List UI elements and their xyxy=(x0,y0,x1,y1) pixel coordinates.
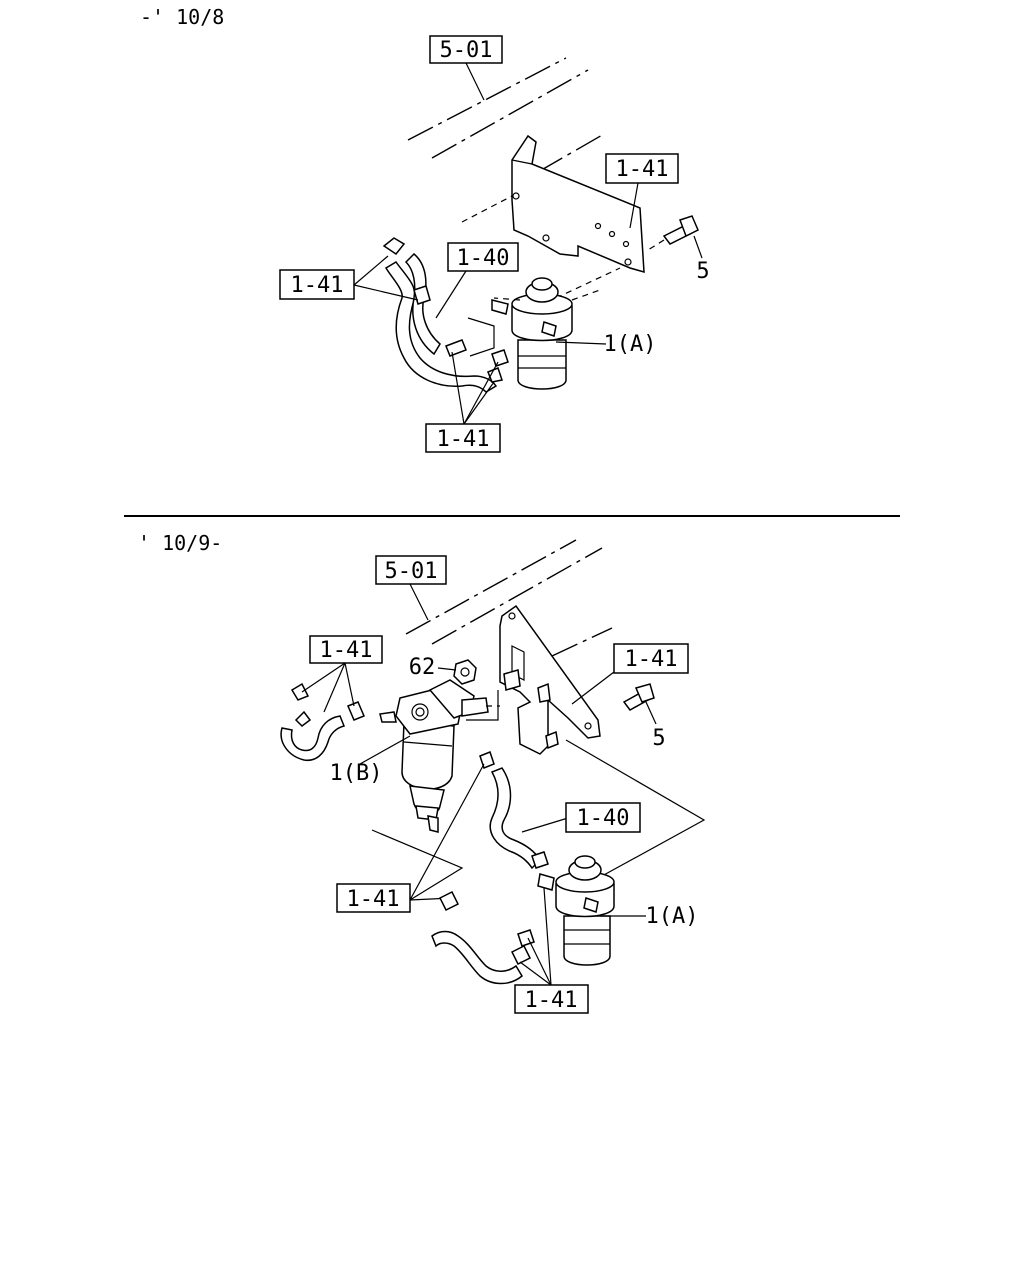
fuel-filter-a-bottom: 1(A) xyxy=(537,855,699,966)
section-top: -' 10/8 5-01 xyxy=(140,5,710,453)
callout-bracket-bottom: 1-41 xyxy=(571,643,689,705)
bracket-top xyxy=(511,134,645,274)
svg-text:1-41: 1-41 xyxy=(616,157,669,182)
bottom-clips-top: 1-41 xyxy=(425,339,509,453)
nut-bottom: 62 xyxy=(409,655,477,685)
date-range-bottom: ' 10/9- xyxy=(138,531,222,555)
callout-mid-clips-bottom: 1-41 xyxy=(336,883,411,913)
svg-text:5-01: 5-01 xyxy=(385,559,438,584)
svg-text:1-41: 1-41 xyxy=(291,273,344,298)
callout-left-clips-bottom: 1-41 xyxy=(301,635,383,713)
bolt-bottom: 5 xyxy=(622,683,666,751)
svg-text:1-40: 1-40 xyxy=(577,806,630,831)
svg-text:1(B): 1(B) xyxy=(330,761,383,786)
hose-left-top xyxy=(382,237,498,393)
callout-left-clips-top: 1-41 xyxy=(279,255,419,301)
callout-frame-top: 5-01 xyxy=(429,35,503,101)
bracket-bottom xyxy=(499,604,601,755)
svg-text:1-40: 1-40 xyxy=(457,246,510,271)
callout-bracket-top: 1-41 xyxy=(605,153,679,229)
date-range-top: -' 10/8 xyxy=(140,5,224,29)
hose-left-bottom xyxy=(280,682,397,762)
hose-lower-bottom xyxy=(431,890,535,985)
svg-text:5: 5 xyxy=(652,726,665,751)
frame-rail-bottom xyxy=(405,539,613,657)
frame-rail-top xyxy=(407,57,621,299)
svg-text:1-41: 1-41 xyxy=(437,427,490,452)
fuel-filter-a-top: 1(A) xyxy=(467,277,657,390)
svg-text:1-41: 1-41 xyxy=(320,638,373,663)
svg-text:1-41: 1-41 xyxy=(347,887,400,912)
callout-frame-bottom: 5-01 xyxy=(375,555,447,621)
svg-text:1(A): 1(A) xyxy=(646,904,699,929)
bolt-top: 5 xyxy=(647,215,710,284)
svg-text:1(A): 1(A) xyxy=(604,332,657,357)
hose-center-bottom: 1-40 xyxy=(479,751,641,870)
svg-text:5-01: 5-01 xyxy=(440,38,493,63)
svg-text:62: 62 xyxy=(409,655,436,680)
svg-text:1-41: 1-41 xyxy=(625,647,678,672)
svg-text:1-41: 1-41 xyxy=(525,988,578,1013)
fuel-filter-b-bottom: 1(B) xyxy=(330,679,500,833)
svg-text:5: 5 xyxy=(696,259,709,284)
callout-bottom-clips-bottom: 1-41 xyxy=(514,887,589,1014)
callout-hose-top: 1-40 xyxy=(435,242,519,319)
section-bottom: ' 10/9- 5-01 1-41 xyxy=(138,531,706,1014)
